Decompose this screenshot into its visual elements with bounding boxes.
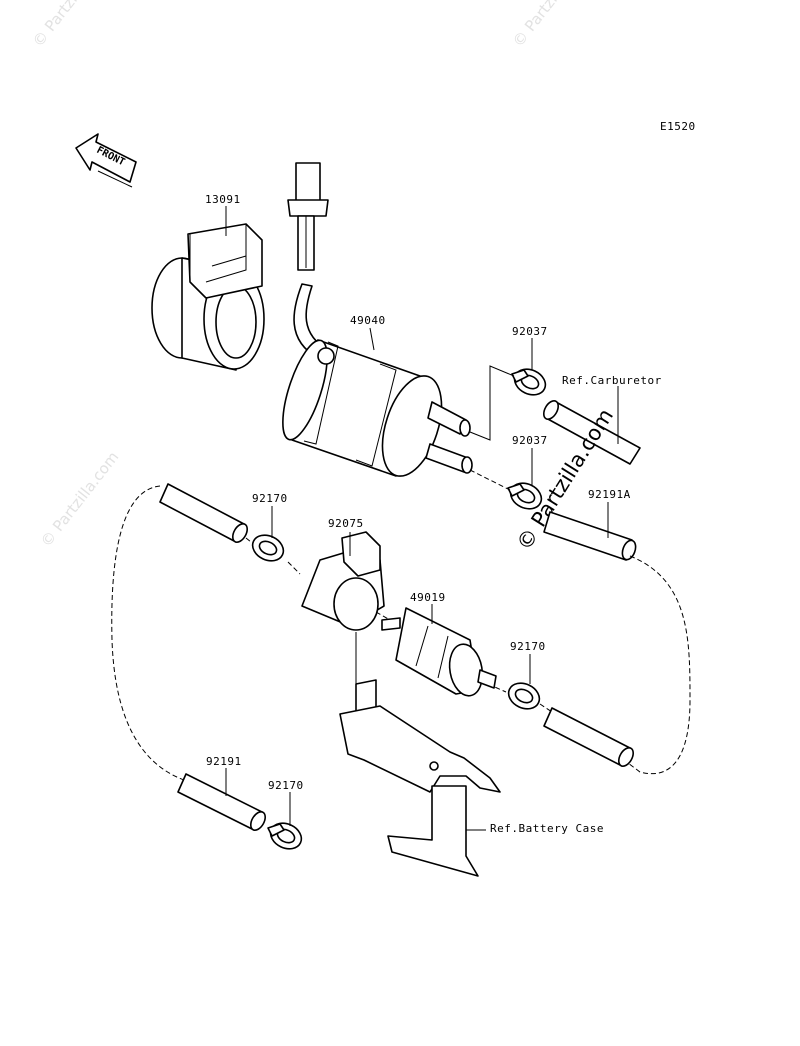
watermarks: © Partzilla.com © Partzilla.com © Partzi… xyxy=(29,0,594,550)
clamp-92037-middle xyxy=(507,482,543,510)
label-92170-lower: 92170 xyxy=(268,779,304,792)
pump-connector xyxy=(287,162,329,359)
watermark-top-right: © Partzilla.com xyxy=(509,0,594,50)
front-arrow-icon: FRONT xyxy=(75,133,137,188)
label-92191A: 92191A xyxy=(588,488,631,501)
watermark-top-left: © Partzilla.com xyxy=(29,0,114,50)
hose-right-lower xyxy=(543,707,635,767)
hose-92191A xyxy=(543,511,637,561)
label-49040: 49040 xyxy=(350,314,386,327)
fuel-pump-49040 xyxy=(282,339,473,477)
clamp-92170-right xyxy=(507,682,541,710)
hose-92191 xyxy=(177,773,267,831)
grommet-92075 xyxy=(301,531,385,631)
routing-line-right xyxy=(623,555,691,775)
label-92037-upper: 92037 xyxy=(512,325,548,338)
routing-line-left xyxy=(111,485,185,781)
label-92191: 92191 xyxy=(206,755,242,768)
label-ref-battery-case: Ref.Battery Case xyxy=(490,822,604,835)
label-92075: 92075 xyxy=(328,517,364,530)
label-92037-middle: 92037 xyxy=(512,434,548,447)
clamp-92170-upper xyxy=(251,534,285,562)
watermark-mid-left: © Partzilla.com xyxy=(37,448,122,550)
diagram-code: E1520 xyxy=(660,120,696,133)
damper-13091 xyxy=(151,223,265,371)
mounting-bracket xyxy=(339,632,501,877)
clamp-92037-upper xyxy=(511,368,547,396)
label-92170-upper: 92170 xyxy=(252,492,288,505)
hose-to-carburetor xyxy=(542,400,641,465)
label-49019: 49019 xyxy=(410,591,446,604)
label-ref-carburetor: Ref.Carburetor xyxy=(562,374,662,387)
label-13091: 13091 xyxy=(205,193,241,206)
label-92170-right: 92170 xyxy=(510,640,546,653)
clamp-92170-lower xyxy=(267,822,303,850)
hose-upper-left xyxy=(159,483,249,543)
fuel-filter-49019 xyxy=(381,607,497,697)
